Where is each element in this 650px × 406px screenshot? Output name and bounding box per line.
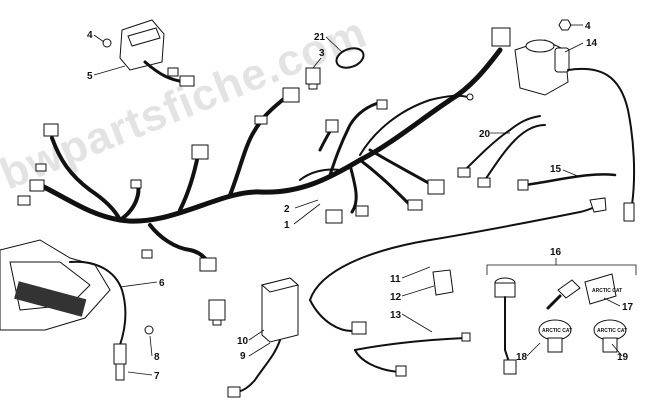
callout-5: 5: [87, 71, 93, 82]
leader-lines: [93, 24, 623, 376]
ground-cable-15: [517, 173, 617, 191]
callout-21: 21: [314, 32, 326, 43]
harness-connectors: [17, 27, 511, 272]
callout-9: 9: [240, 351, 246, 362]
callout-4-right: 4: [585, 21, 591, 32]
relay-3: [305, 67, 321, 90]
callout-2: 2: [284, 204, 290, 215]
harness-13: [354, 332, 471, 377]
key-tag-19-label: ARCTIC CAT: [597, 328, 627, 334]
nut-4-right: [558, 19, 572, 31]
voltage-regulator: [119, 19, 195, 87]
key-set-16: ARCTIC CAT ARCTIC CAT ARCTIC CAT: [486, 258, 637, 375]
cdi-module-9: [227, 277, 300, 398]
callout-8: 8: [154, 352, 160, 363]
callout-6: 6: [159, 278, 165, 289]
callout-13: 13: [390, 310, 402, 321]
engine-section: [0, 239, 154, 381]
relay-10: [208, 299, 226, 326]
harness-11: [309, 197, 607, 335]
callout-20: 20: [479, 129, 491, 140]
callout-7: 7: [154, 371, 160, 382]
callout-16: 16: [550, 247, 562, 258]
callout-17: 17: [622, 302, 634, 313]
relay-12: [432, 269, 454, 296]
callout-19: 19: [617, 352, 629, 363]
callout-1: 1: [284, 220, 290, 231]
callout-14: 14: [586, 38, 598, 49]
callout-numbers: 4 5 3 21 4 14 20 15 2 1 6 8 7 10 9 11 12…: [87, 21, 634, 382]
nut-4-left: [102, 38, 112, 48]
key-tag-18-label: ARCTIC CAT: [542, 328, 572, 334]
callout-3: 3: [319, 48, 325, 59]
callout-18: 18: [516, 352, 528, 363]
key-fob-17-label: ARCTIC CAT: [592, 288, 622, 294]
ignition-switch-14: [514, 39, 636, 222]
callout-12: 12: [390, 292, 402, 303]
main-wiring-harness: [37, 47, 503, 264]
callout-11: 11: [390, 274, 401, 285]
sub-harness-20: [457, 115, 546, 188]
callout-10: 10: [237, 336, 249, 347]
callout-15: 15: [550, 164, 562, 175]
callout-4-left: 4: [87, 30, 93, 41]
tie-strap-21: [335, 47, 365, 69]
